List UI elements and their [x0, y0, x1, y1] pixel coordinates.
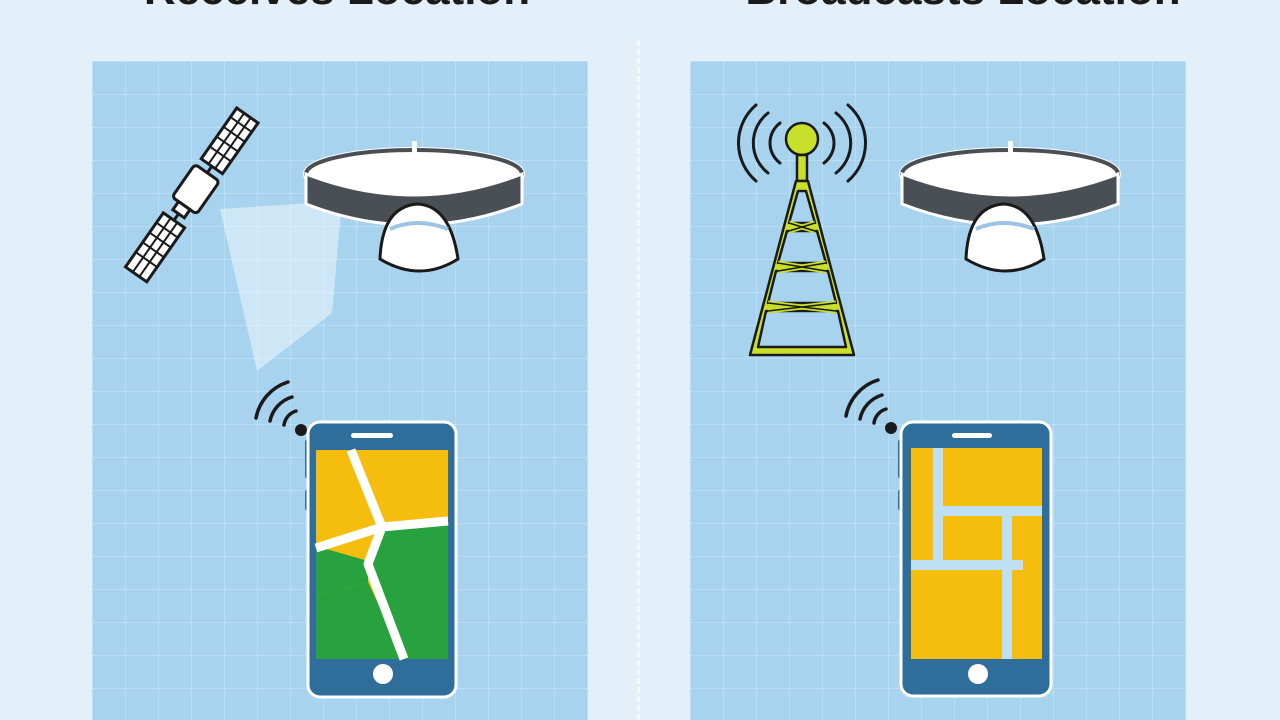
- cell-tower-icon: [748, 121, 856, 357]
- headlamp-icon: [303, 141, 525, 273]
- radio-waves-icon: [737, 103, 867, 183]
- map-screen: [911, 448, 1042, 659]
- right-panel-title: Broadcasts Location: [690, 0, 1236, 12]
- signal-beam: [220, 201, 342, 371]
- map-screen: [314, 448, 449, 661]
- panel-divider: [637, 40, 640, 720]
- broadcasts-location-panel: [690, 61, 1186, 720]
- broadcasts-location-illustration: [737, 103, 1121, 698]
- left-panel-title: Receives Location: [94, 0, 580, 12]
- wifi-signal-icon: [254, 380, 307, 436]
- receives-location-panel: [92, 61, 588, 720]
- headlamp-icon: [899, 141, 1121, 273]
- receives-location-illustration: [123, 105, 525, 699]
- satellite-icon: [123, 105, 261, 284]
- wifi-signal-icon: [844, 378, 897, 434]
